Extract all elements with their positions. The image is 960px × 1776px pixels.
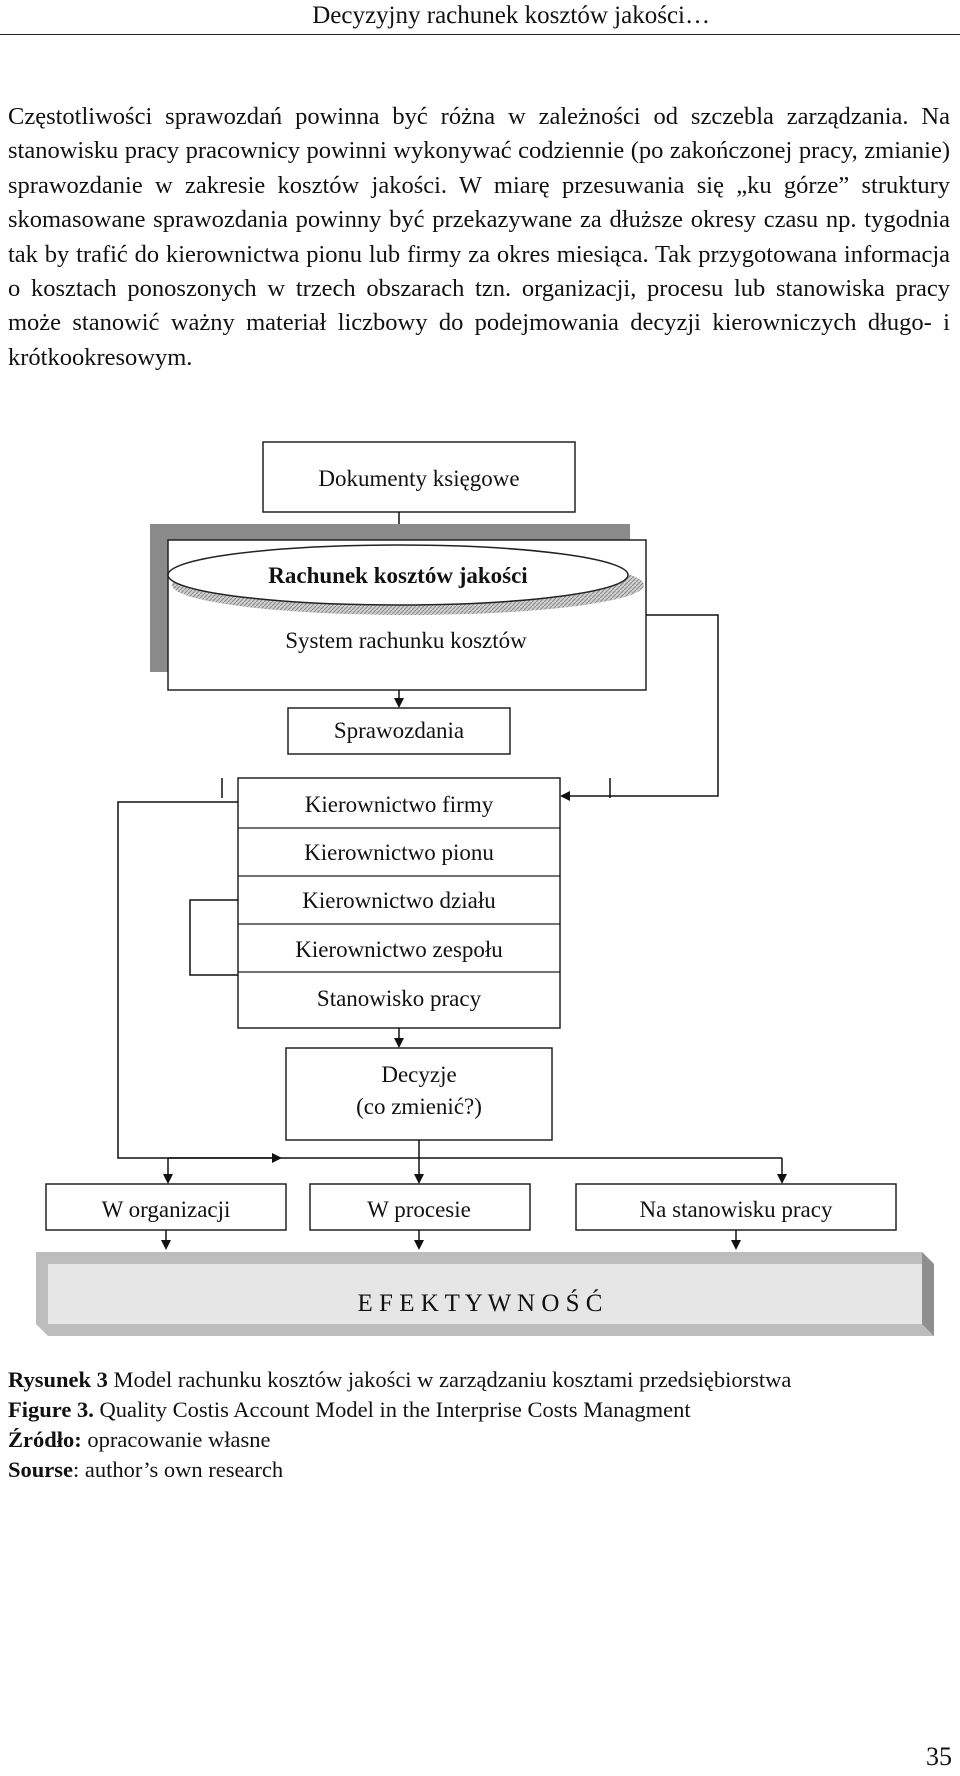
label-decyzje-1: Decyzje (381, 1062, 456, 1087)
page-number: 35 (926, 1742, 952, 1771)
label-dokumenty: Dokumenty księgowe (318, 466, 519, 491)
label-rachunek: Rachunek kosztów jakości (268, 563, 528, 588)
body-paragraph: Częstotliwości sprawozdań powinna być ró… (8, 103, 950, 371)
caption-line-src-pl: Źródło: opracowanie własne (8, 1425, 791, 1455)
ellipse-rachunek (167, 544, 629, 606)
caption-line-pl: Rysunek 3 Model rachunku kosztów jakości… (8, 1365, 791, 1395)
feedback-left-inner (189, 899, 238, 976)
label-na-stanowisku: Na stanowisku pracy (640, 1197, 833, 1222)
caption-en-label: Figure 3. (8, 1397, 94, 1422)
caption-line-src-en: Sourse: author’s own research (8, 1455, 791, 1485)
level-zespolu: Kierownictwo zespołu (295, 937, 503, 962)
running-header: Decyzyjny rachunek kosztów jakości… (0, 0, 960, 35)
level-dzialu: Kierownictwo działu (302, 888, 496, 913)
caption-pl-text: Model rachunku kosztów jakości w zarządz… (107, 1367, 792, 1392)
level-stanowisko: Stanowisko pracy (317, 986, 482, 1011)
source-en-text: : author’s own research (73, 1457, 284, 1482)
label-decyzje-2: (co zmienić?) (356, 1094, 482, 1119)
caption-en-text: Quality Costis Account Model in the Inte… (93, 1397, 691, 1422)
banner-right-edge (922, 1252, 934, 1336)
label-sprawozdania: Sprawozdania (334, 718, 464, 743)
source-pl-text: opracowanie własne (81, 1427, 271, 1452)
figure-caption: Rysunek 3 Model rachunku kosztów jakości… (8, 1365, 791, 1485)
label-efektywnosc: E F E K T Y W N O Ś Ć (358, 1289, 603, 1317)
label-w-organizacji: W organizacji (102, 1197, 231, 1222)
box-sprawozdania (287, 707, 511, 755)
box-w-organizacji (45, 1183, 287, 1231)
source-pl-label: Źródło: (8, 1427, 82, 1452)
box-na-stanowisku (575, 1183, 897, 1231)
box-management-stack (237, 777, 561, 1029)
label-w-procesie: W procesie (367, 1197, 471, 1222)
caption-pl-label: Rysunek 3 (8, 1367, 108, 1392)
box-w-procesie (309, 1183, 531, 1231)
source-en-label: Sourse (8, 1457, 74, 1482)
box-decyzje (285, 1047, 553, 1141)
label-system: System rachunku kosztów (285, 628, 527, 653)
box-dokumenty (262, 441, 576, 513)
level-pionu: Kierownictwo pionu (304, 840, 494, 865)
banner-efektywnosc (48, 1264, 922, 1324)
running-title: Decyzyjny rachunek kosztów jakości… (312, 2, 710, 29)
flow-diagram: Dokumenty księgowe Rachunek kosztów jako… (36, 441, 934, 1336)
feedback-right (560, 614, 719, 801)
caption-line-en: Figure 3. Quality Costis Account Model i… (8, 1395, 791, 1425)
level-firmy: Kierownictwo firmy (305, 792, 494, 817)
